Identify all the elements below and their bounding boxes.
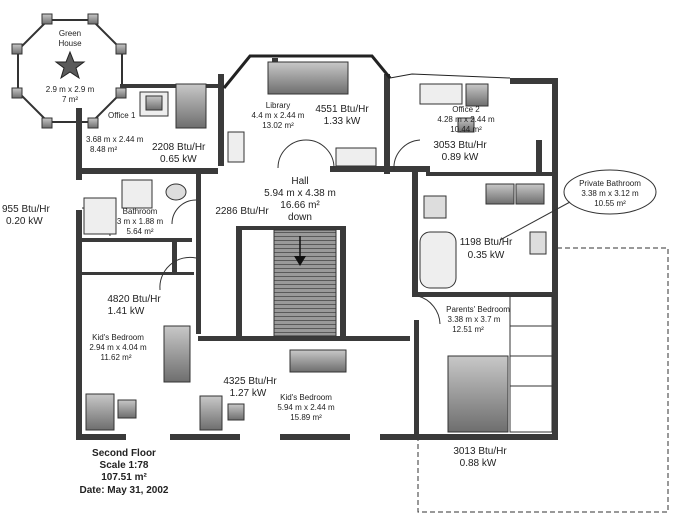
library-kw: 1.33 kW bbox=[324, 116, 361, 127]
parents-bedroom-btu: 3013 Btu/Hr bbox=[453, 446, 507, 457]
walls bbox=[76, 58, 558, 440]
furniture bbox=[83, 61, 553, 433]
scale-label: Scale 1:78 bbox=[100, 460, 149, 471]
bathroom-btu: 955 Btu/Hr bbox=[2, 204, 50, 215]
kids-bedroom2-btu: 4325 Btu/Hr bbox=[223, 376, 277, 387]
parents-bed bbox=[447, 355, 509, 433]
office1-area: 8.48 m² bbox=[90, 145, 117, 154]
down-arrow-icon bbox=[294, 256, 306, 266]
greenhouse-name2: House bbox=[58, 39, 82, 48]
parents-bedroom-area: 12.51 m² bbox=[452, 325, 484, 334]
kids-bedroom2-name: Kid's Bedroom bbox=[280, 393, 332, 402]
office2-name: Office 2 bbox=[452, 105, 480, 114]
greenhouse-size: 2.9 m x 2.9 m bbox=[46, 85, 95, 94]
greenhouse-name1: Green bbox=[59, 29, 81, 38]
office1-btu: 2208 Btu/Hr bbox=[152, 142, 206, 153]
hall-name: Hall bbox=[291, 176, 308, 187]
kids-bedroom1-area: 11.62 m² bbox=[101, 353, 132, 362]
dashed-outline bbox=[417, 247, 669, 513]
office2-btu: 3053 Btu/Hr bbox=[433, 140, 487, 151]
kids-bedroom1-size: 2.94 m x 4.04 m bbox=[89, 343, 147, 352]
bathroom-size: 3 m x 1.88 m bbox=[117, 217, 164, 226]
hall-btu: 2286 Btu/Hr bbox=[215, 206, 269, 217]
private-bathroom-callout bbox=[563, 169, 657, 215]
kids-bedroom1-kw: 1.41 kW bbox=[108, 306, 145, 317]
date-label: Date: May 31, 2002 bbox=[80, 485, 169, 496]
private-bathroom-size: 3.38 m x 3.12 m bbox=[581, 189, 639, 198]
private-bathroom-area: 10.55 m² bbox=[594, 199, 626, 208]
hall-size: 5.94 m x 4.38 m bbox=[264, 188, 336, 199]
parents-bedroom-kw: 0.88 kW bbox=[460, 458, 497, 469]
library-name: Library bbox=[266, 101, 290, 110]
private-bath-btu: 1198 Btu/Hr bbox=[460, 237, 513, 248]
office2-area: 10.44 m² bbox=[450, 125, 482, 134]
kids-bedroom1-btu: 4820 Btu/Hr bbox=[107, 294, 161, 305]
bathroom-area: 5.64 m² bbox=[126, 227, 153, 236]
sofa-library bbox=[267, 61, 349, 95]
office2-kw: 0.89 kW bbox=[442, 152, 479, 163]
floor-label: Second Floor bbox=[92, 448, 156, 459]
hall-area: 16.66 m² bbox=[280, 200, 320, 211]
office1-name: Office 1 bbox=[108, 111, 136, 120]
kids-bedroom1-name: Kid's Bedroom bbox=[92, 333, 144, 342]
kids-bedroom2-size: 5.94 m x 2.44 m bbox=[277, 403, 335, 412]
greenhouse-area: 7 m² bbox=[62, 95, 78, 104]
hall-stairs: down bbox=[288, 212, 312, 223]
green-house bbox=[11, 13, 127, 129]
library-area: 13.02 m² bbox=[262, 121, 294, 130]
kids-bedroom2-kw: 1.27 kW bbox=[230, 388, 267, 399]
stairs bbox=[273, 229, 337, 337]
library-size: 4.4 m x 2.44 m bbox=[252, 111, 305, 120]
office1-size: 3.68 m x 2.44 m bbox=[86, 135, 144, 144]
bathroom-kw: 0.20 kW bbox=[6, 216, 43, 227]
total-area-label: 107.51 m² bbox=[101, 472, 147, 483]
office1-kw: 0.65 kW bbox=[160, 154, 197, 165]
bathroom-name: Bathroom bbox=[123, 207, 158, 216]
parents-bedroom-name: Parents' Bedroom bbox=[446, 305, 510, 314]
kids-bedroom2-area: 15.89 m² bbox=[290, 413, 322, 422]
plant-icon bbox=[54, 50, 86, 80]
library-btu: 4551 Btu/Hr bbox=[315, 104, 369, 115]
office2-size: 4.28 m x 2.44 m bbox=[437, 115, 495, 124]
private-bathroom-name: Private Bathroom bbox=[579, 179, 641, 188]
parents-bedroom-size: 3.38 m x 3.7 m bbox=[448, 315, 501, 324]
private-bath-kw: 0.35 kW bbox=[468, 250, 505, 261]
